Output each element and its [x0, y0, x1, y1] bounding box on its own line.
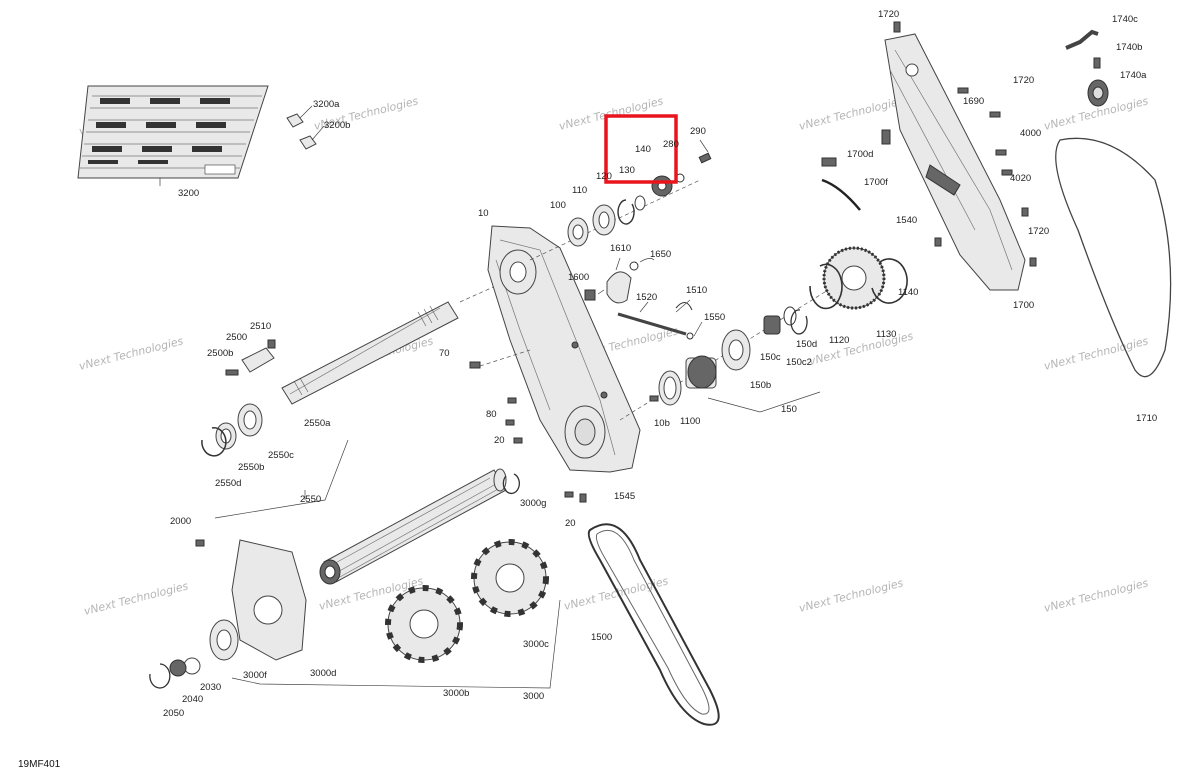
- drive-chain: [587, 523, 720, 726]
- part-label: 2030: [200, 682, 221, 693]
- part-label: 80: [486, 409, 497, 420]
- part-label: 3000c: [523, 639, 549, 650]
- part-label: 1510: [686, 285, 707, 296]
- watermark: vNext Technologies: [798, 576, 905, 615]
- part-label: 1740a: [1120, 70, 1147, 81]
- part-label: 1610: [610, 243, 631, 254]
- bracket: [225, 339, 276, 376]
- part-label: 1690: [963, 96, 984, 107]
- drive-sprocket: [471, 539, 549, 617]
- track-clip: [286, 105, 325, 150]
- part-label: 1740b: [1116, 42, 1142, 53]
- watermark: vNext Technologies: [1043, 576, 1150, 615]
- part-label: 100: [550, 200, 566, 211]
- part-label: 3000: [523, 691, 544, 702]
- watermark: vNext Technologies: [558, 94, 665, 133]
- part-label: 3200a: [313, 99, 340, 110]
- part-label: 2550d: [215, 478, 241, 489]
- part-label: 3000b: [443, 688, 469, 699]
- part-label: 140: [635, 144, 651, 155]
- part-label: 1740c: [1112, 14, 1138, 25]
- part-label: 1710: [1136, 413, 1157, 424]
- upper-bearing-stack: [529, 139, 712, 261]
- part-label: 1545: [614, 491, 635, 502]
- part-label: 1100: [680, 416, 700, 427]
- part-label: 1540: [896, 215, 917, 226]
- part-label: 150c2: [786, 357, 812, 368]
- part-label: 1650: [650, 249, 671, 260]
- part-label: 1120: [829, 335, 849, 346]
- part-label: 3200: [178, 188, 199, 199]
- part-label: 10: [478, 208, 489, 219]
- part-label: 2510: [250, 321, 271, 332]
- part-label: 2500: [226, 332, 247, 343]
- part-label: 1720: [878, 9, 899, 20]
- watermark: vNext Technologies: [78, 334, 185, 373]
- part-label: 3200b: [324, 120, 350, 131]
- bolts: [469, 361, 587, 503]
- part-label: 3000d: [310, 668, 336, 679]
- part-label: 1130: [876, 329, 896, 340]
- part-label: 20: [494, 435, 505, 446]
- cover-bolts: [893, 21, 1037, 267]
- highlight-box: [604, 114, 678, 184]
- adjuster-rod: [617, 299, 703, 340]
- part-label: 3000f: [243, 670, 267, 681]
- watermark: vNext Technologies: [83, 579, 190, 618]
- part-label: 1520: [636, 292, 657, 303]
- part-label: 4000: [1020, 128, 1041, 139]
- part-label: 150c: [760, 352, 781, 363]
- end-bearing: [149, 619, 239, 689]
- diagram-code: 19MF401: [18, 759, 61, 770]
- drive-sprocket-assembly: [619, 246, 908, 421]
- watermark: vNext Technologies: [798, 94, 905, 133]
- drive-axle: [319, 468, 507, 585]
- track-segment-drawing: [77, 85, 269, 179]
- part-label: 150d: [796, 339, 817, 350]
- part-label: 2050: [163, 708, 184, 719]
- part-label: 20: [565, 518, 576, 529]
- watermark: vNext Technologies: [808, 329, 915, 368]
- part-labels: 3200 3200a 3200b 100 110 120 130 140 280…: [163, 9, 1157, 719]
- part-label: 1700f: [864, 177, 888, 188]
- watermark: vNext Technologies: [563, 574, 670, 613]
- part-label: 1500: [591, 632, 612, 643]
- bearing-housing-plate: [195, 539, 307, 661]
- part-label: 1700d: [847, 149, 873, 160]
- part-label: 2550b: [238, 462, 264, 473]
- bearing: [201, 403, 263, 457]
- secondary-shaft: [281, 283, 501, 405]
- drive-sprocket: [385, 585, 463, 663]
- part-label: 2550: [300, 494, 321, 505]
- part-label: 120: [596, 171, 612, 182]
- part-label: 150b: [750, 380, 771, 391]
- cover-cap: [1065, 29, 1109, 107]
- part-label: 1700: [1013, 300, 1034, 311]
- part-label: 150: [781, 404, 797, 415]
- part-label: 290: [690, 126, 706, 137]
- part-label: 4020: [1010, 173, 1031, 184]
- part-label: 70: [439, 348, 450, 359]
- part-label: 2000: [170, 516, 191, 527]
- part-label: 1720: [1028, 226, 1049, 237]
- part-label: 3000g: [520, 498, 546, 509]
- tensioner: [584, 257, 655, 304]
- chaincase-housing: [487, 225, 641, 473]
- part-label: 280: [663, 139, 679, 150]
- cover-gasket: [1055, 137, 1172, 378]
- part-label: 110: [572, 185, 587, 196]
- part-label: 2500b: [207, 348, 233, 359]
- part-label: 10b: [654, 418, 670, 429]
- part-label: 1140: [898, 287, 918, 298]
- chaincase-cover: [821, 33, 1026, 291]
- part-label: 130: [619, 165, 635, 176]
- part-label: 1720: [1013, 75, 1034, 86]
- part-label: 2040: [182, 694, 203, 705]
- part-label: 1550: [704, 312, 725, 323]
- part-label: 1600: [568, 272, 589, 283]
- part-label: 2550c: [268, 450, 294, 461]
- part-label: 2550a: [304, 418, 331, 429]
